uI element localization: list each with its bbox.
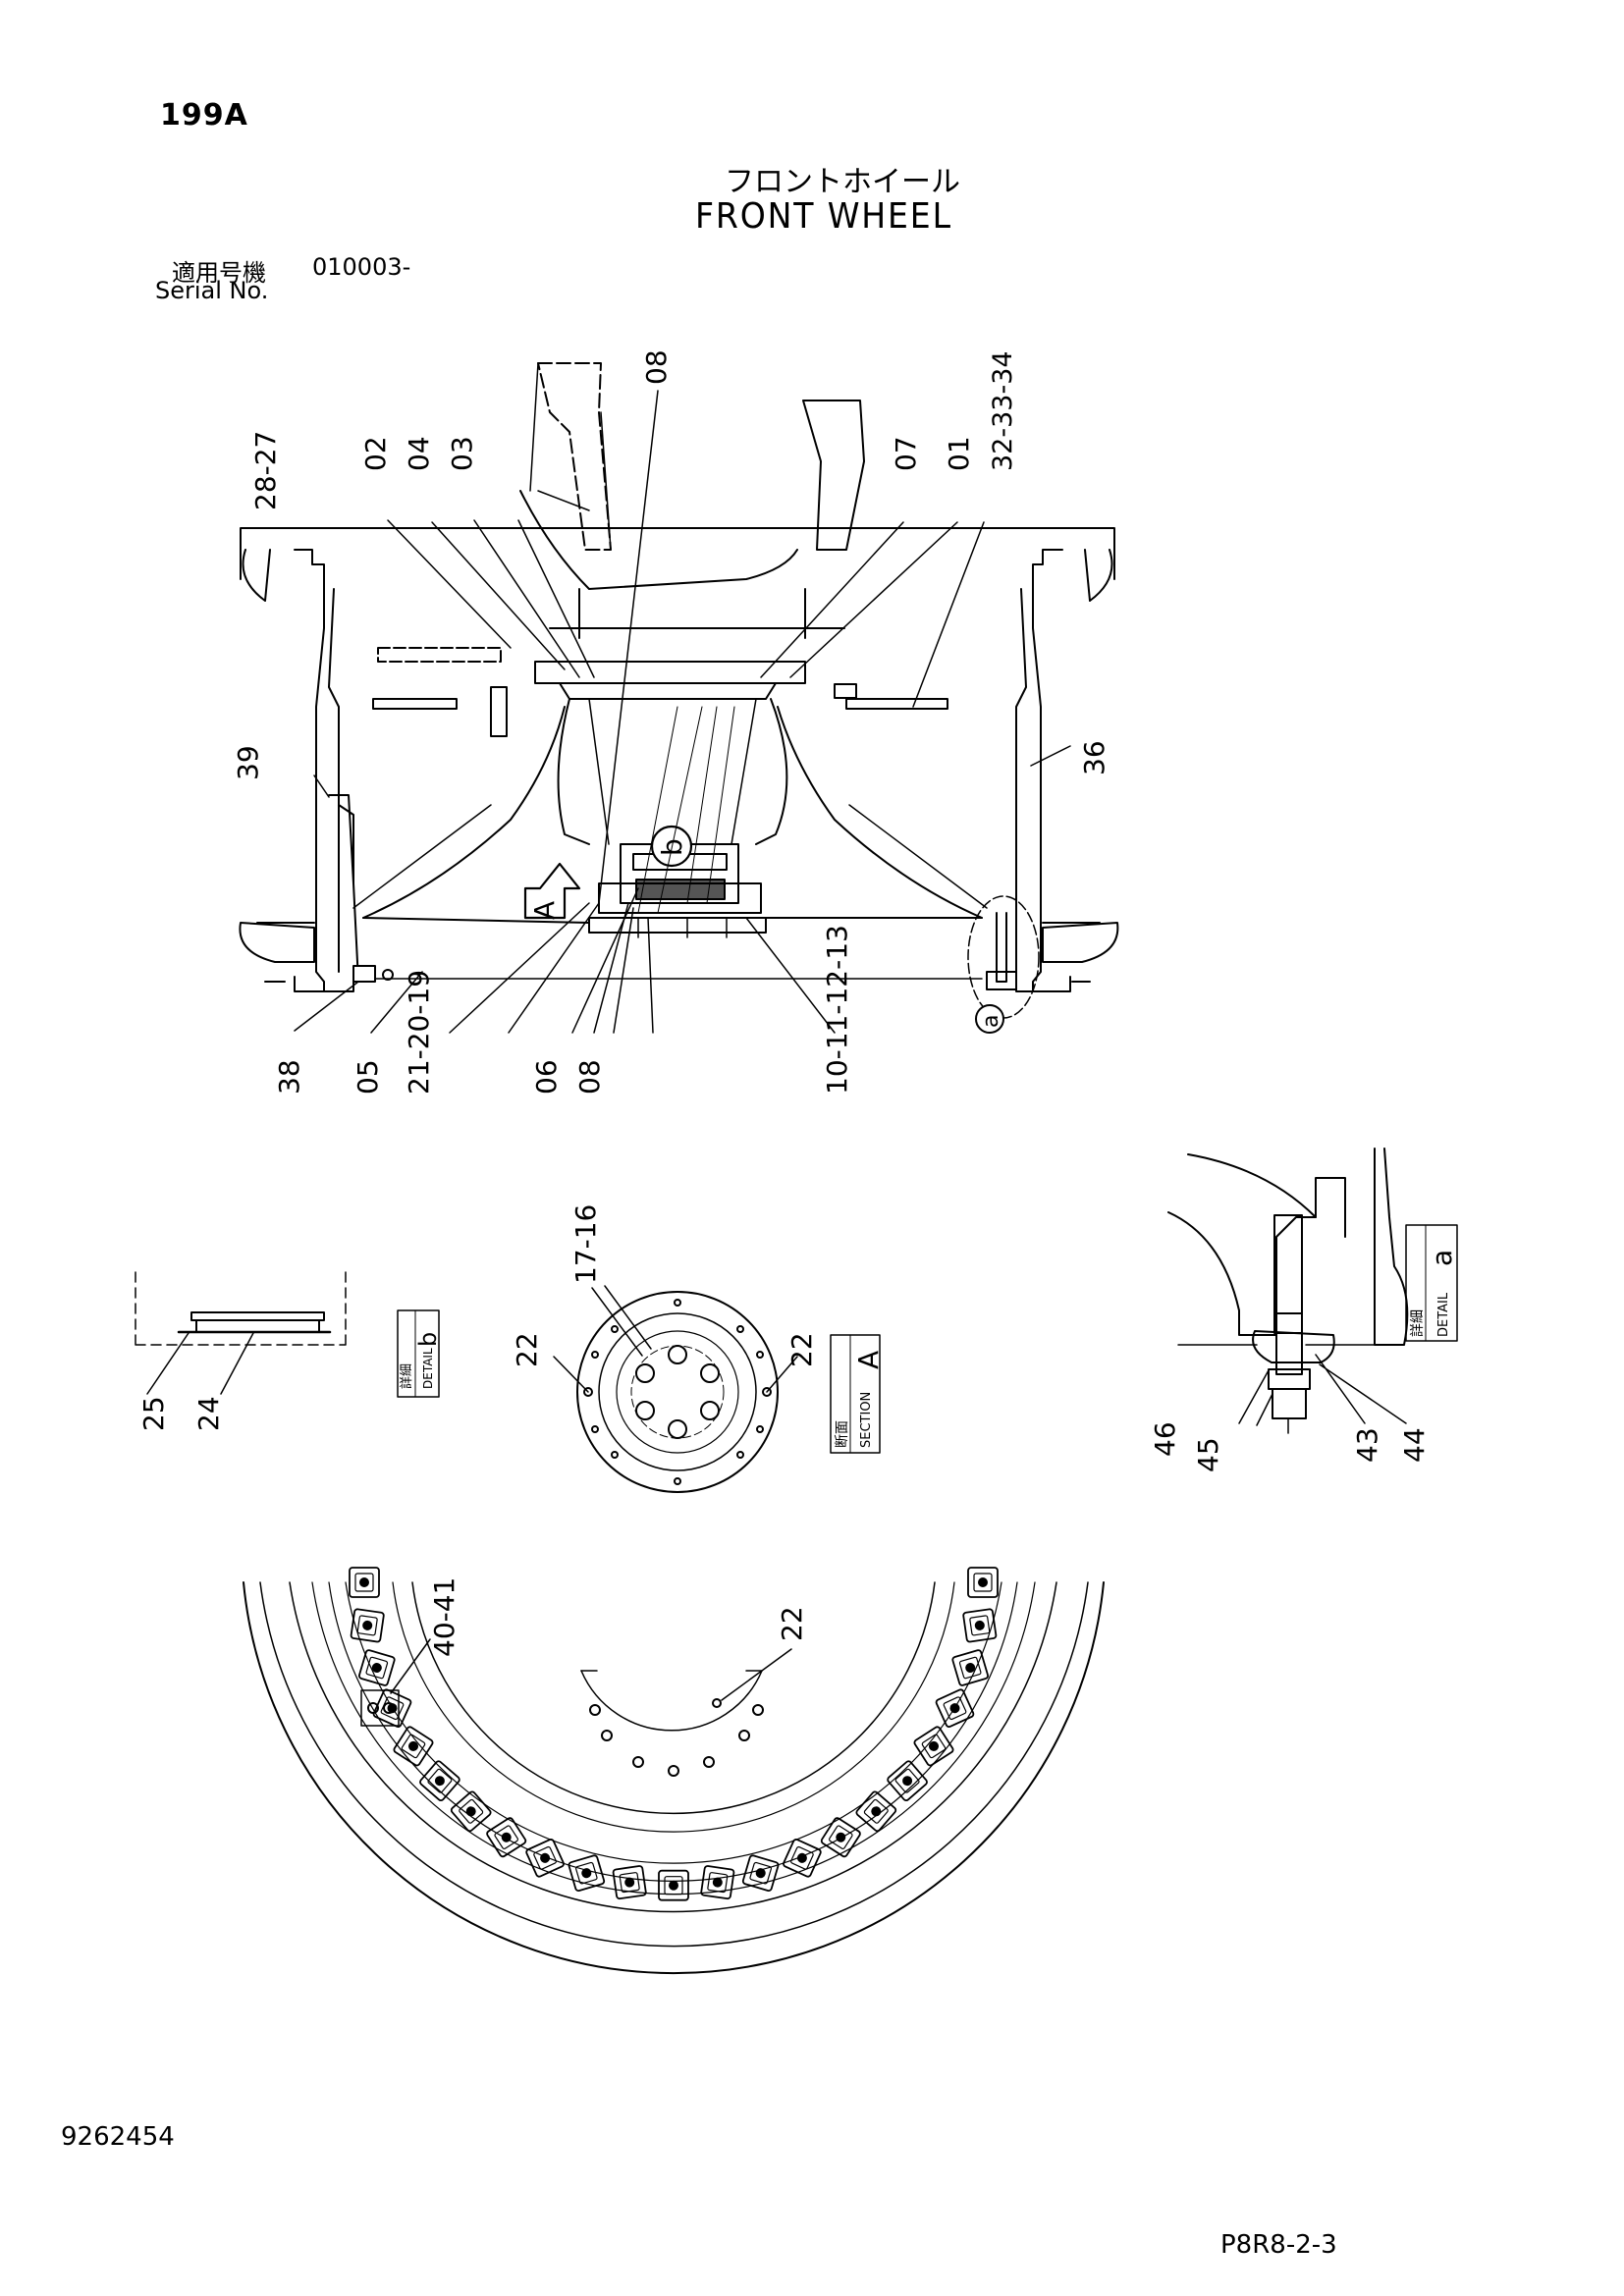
wheel-lug <box>935 1688 975 1728</box>
callout-46: 46 <box>1149 1421 1181 1457</box>
callout-38: 38 <box>273 1059 305 1095</box>
wheel-lug <box>783 1839 822 1878</box>
wheel-face-labels: 40-41 22 <box>428 1577 808 1657</box>
callout-44: 44 <box>1398 1427 1431 1463</box>
callout-02: 02 <box>359 436 392 471</box>
detail-b-labels: 25 24 詳細 DETAIL b <box>137 1332 442 1431</box>
wheel-lug <box>486 1817 527 1858</box>
section-a-label-en: SECTION <box>859 1392 874 1448</box>
callout-40-41: 40-41 <box>428 1577 460 1657</box>
detail-a-marker: a <box>979 1015 1003 1028</box>
section-a-labels: 17-16 22 22 断面 SECTION A <box>511 1204 885 1448</box>
callout-39: 39 <box>232 745 264 780</box>
callout-17-16: 17-16 <box>569 1204 602 1284</box>
wheel-lug <box>887 1760 928 1802</box>
wheel-lug <box>419 1760 460 1802</box>
wheel-lug <box>358 1649 396 1686</box>
detail-a-view <box>1167 1148 1458 1434</box>
serial-number-value: 010003- <box>312 253 411 281</box>
drawing-number: 9262454 <box>61 2122 175 2152</box>
wheel-lug <box>962 1608 998 1643</box>
callout-22-right: 22 <box>785 1332 818 1367</box>
detail-a-label-en: DETAIL <box>1436 1292 1451 1337</box>
title-english: FRONT WHEEL <box>695 196 952 237</box>
serial-label-english: Serial No. <box>155 277 269 304</box>
callout-06: 06 <box>530 1059 563 1095</box>
wheel-lug <box>450 1790 492 1833</box>
callout-22-bottom: 22 <box>776 1606 808 1641</box>
wheel-lug <box>658 1869 689 1901</box>
wheel-lug <box>967 1567 999 1598</box>
callout-32-34: 32-33-34 <box>988 350 1018 471</box>
detail-b-marker: b <box>656 838 688 856</box>
wheel-lug <box>525 1839 565 1878</box>
detail-a-label-jp: 詳細 <box>1410 1309 1426 1337</box>
wheel-lug <box>820 1817 861 1858</box>
main-view-leaders <box>294 390 1071 1034</box>
wheel-lug <box>951 1649 989 1686</box>
wheel-lug <box>350 1608 385 1643</box>
wheel-lug <box>612 1865 647 1900</box>
wheel-lug <box>372 1688 412 1728</box>
callout-05: 05 <box>352 1059 384 1095</box>
detail-b-label-letter: b <box>414 1332 442 1347</box>
main-section-view <box>239 362 1119 1034</box>
callout-08-bottom: 08 <box>573 1059 606 1095</box>
callout-07: 07 <box>890 436 922 471</box>
detail-b-label-en: DETAIL <box>421 1348 435 1389</box>
main-view-callouts: 08 02 04 03 07 01 32-33-34 28-27 39 36 3… <box>232 349 1110 1095</box>
view-a-arrow-letter: A <box>528 901 561 920</box>
section-a-label-jp: 断面 <box>835 1420 850 1448</box>
callout-36: 36 <box>1078 740 1110 775</box>
callout-10-13: 10-11-12-13 <box>821 925 853 1095</box>
wheel-lug <box>741 1854 780 1892</box>
callout-08-top: 08 <box>640 349 673 385</box>
callout-22-left: 22 <box>511 1332 543 1367</box>
wheel-lug <box>913 1726 954 1767</box>
callout-21-19: 21-20-19 <box>403 970 435 1095</box>
wheel-lug <box>568 1854 606 1892</box>
callout-24: 24 <box>192 1396 225 1431</box>
page-number: 199A <box>160 98 248 133</box>
wheel-lug <box>393 1726 434 1767</box>
detail-a-labels: 46 45 43 44 詳細 DETAIL a <box>1149 1250 1458 1472</box>
callout-04: 04 <box>403 436 435 471</box>
detail-a-label-letter: a <box>1426 1250 1458 1266</box>
wheel-lug <box>349 1567 380 1598</box>
sheet-code: P8R8-2-3 <box>1220 2230 1337 2260</box>
serial-label-japanese: 適用号機 <box>172 259 266 287</box>
callout-25: 25 <box>137 1396 170 1431</box>
callout-28-27: 28-27 <box>249 431 282 510</box>
section-a-label-letter: A <box>852 1351 885 1369</box>
detail-b-label-jp: 詳細 <box>399 1363 414 1389</box>
wheel-lug <box>700 1865 735 1900</box>
callout-45: 45 <box>1192 1437 1224 1472</box>
wheel-lug-group <box>349 1567 999 1901</box>
detail-b-view <box>135 1271 440 1398</box>
title-japanese: フロントホイール <box>725 165 960 199</box>
section-a-view <box>553 1285 881 1493</box>
wheel-lug <box>855 1790 897 1833</box>
callout-01: 01 <box>943 436 975 471</box>
callout-03: 03 <box>446 436 478 471</box>
callout-43: 43 <box>1351 1427 1383 1463</box>
